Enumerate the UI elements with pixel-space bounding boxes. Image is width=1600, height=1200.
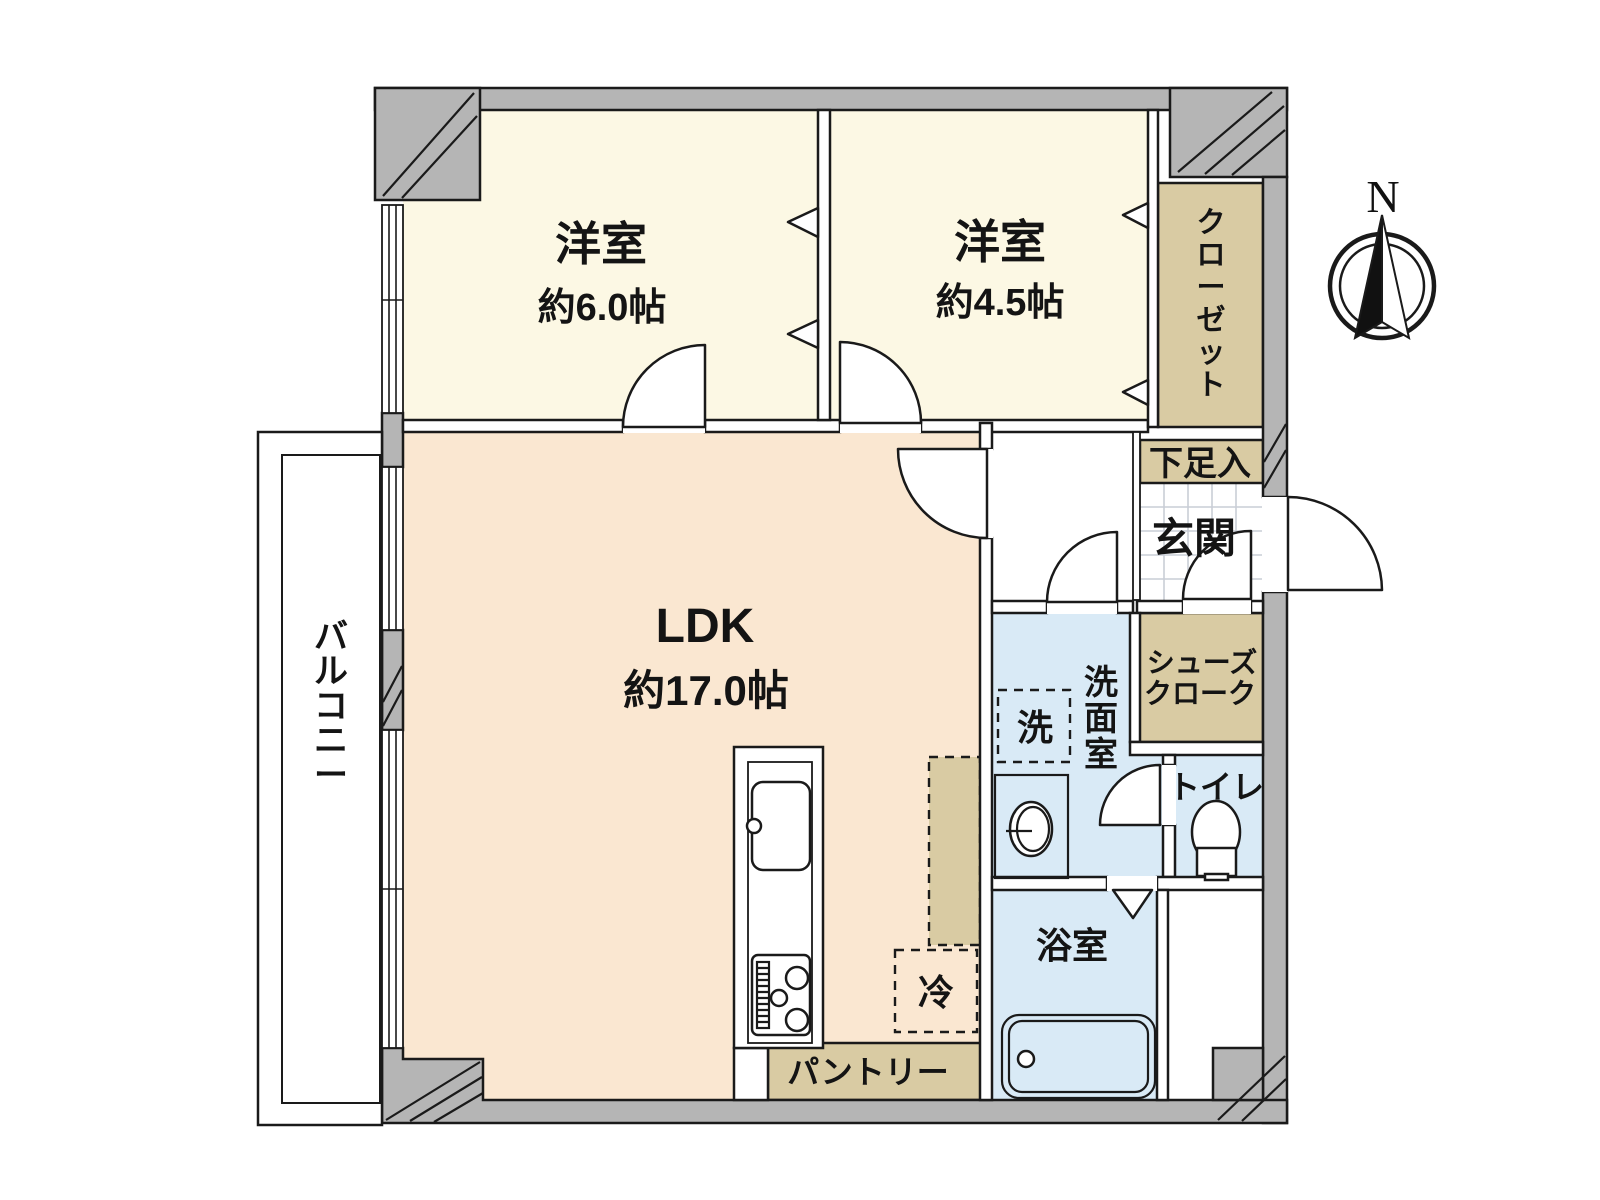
ldk-label: LDK xyxy=(656,600,755,653)
entrance-label: 玄関 xyxy=(1152,515,1236,562)
balcony-rail xyxy=(256,430,384,1127)
entrance-step-edge xyxy=(1132,431,1141,601)
compass-needle-black xyxy=(1353,214,1383,341)
toilet-door xyxy=(1098,763,1162,827)
bathroom-label: 浴室 xyxy=(1036,925,1108,966)
pantry-label: パントリー xyxy=(787,1054,949,1090)
washroom-door xyxy=(1045,530,1119,604)
bedroom2-area: 約4.5帖 xyxy=(936,282,1065,324)
bedroom2-door xyxy=(838,340,923,425)
ldk-window-upper xyxy=(381,466,404,631)
toilet-fixture xyxy=(1190,799,1242,882)
refrigerator-dashed xyxy=(893,948,979,1034)
wash-basin xyxy=(993,773,1070,880)
ldk-floor xyxy=(403,432,980,1100)
bedroom1-label: 洋室 xyxy=(555,218,647,270)
sliding-door-arrows xyxy=(786,201,1150,407)
washroom-label: 洗面室 xyxy=(1084,664,1118,774)
kitchen-stove xyxy=(750,953,812,1037)
bedroom1-window xyxy=(381,204,404,414)
washer-space-dashed xyxy=(996,688,1072,764)
kitchen-faucet xyxy=(745,817,763,835)
ldk-window-lower xyxy=(381,729,404,1049)
balcony-label: バルコニー xyxy=(314,618,348,795)
doors xyxy=(621,201,1384,920)
compass-north-label: N xyxy=(1366,171,1399,222)
kitchen-cabinet-dashed xyxy=(927,755,982,947)
ldk-door xyxy=(896,447,989,540)
compass-needle-white xyxy=(1381,214,1411,341)
washer-space-label: 洗 xyxy=(1017,707,1053,748)
shoe-cloak-label-line1: シューズ xyxy=(1147,646,1258,678)
bathroom-floor xyxy=(992,890,1157,1100)
bedroom-partition-wall xyxy=(816,108,832,422)
corner-block-br xyxy=(1211,1046,1265,1102)
kitchen-counter xyxy=(732,745,825,1050)
room-labels: 洋室 約6.0帖 洋室 約4.5帖 LDK 約17.0帖 クローゼット 下足入 … xyxy=(314,206,1264,1090)
bathroom-folding-door xyxy=(1111,888,1154,920)
interior-walls xyxy=(401,108,1265,1102)
shoe-box xyxy=(1138,438,1265,485)
bathtub xyxy=(1000,1013,1157,1100)
outer-walls xyxy=(373,86,1289,1125)
closet-box xyxy=(1156,181,1265,429)
shoe-cloak-door xyxy=(1181,529,1253,601)
shoe-box-label: 下足入 xyxy=(1149,445,1251,483)
compass: N xyxy=(1327,171,1437,341)
entrance-door xyxy=(1286,495,1384,592)
shoe-cloak-label-line2: クローク xyxy=(1144,678,1256,709)
refrigerator-label: 冷 xyxy=(918,972,954,1013)
ldk-area: 約17.0帖 xyxy=(623,667,789,714)
closet-label: クローゼット xyxy=(1196,206,1225,401)
bedroom1-door xyxy=(621,343,707,429)
storage-areas xyxy=(766,181,1265,1102)
wall-hatching xyxy=(382,91,1287,1123)
toilet-label: トイレ xyxy=(1168,769,1264,805)
bedroom1-area: 約6.0帖 xyxy=(538,287,667,329)
bedroom2-label: 洋室 xyxy=(954,216,1046,268)
windows xyxy=(381,204,404,1049)
left-pier xyxy=(380,628,405,732)
